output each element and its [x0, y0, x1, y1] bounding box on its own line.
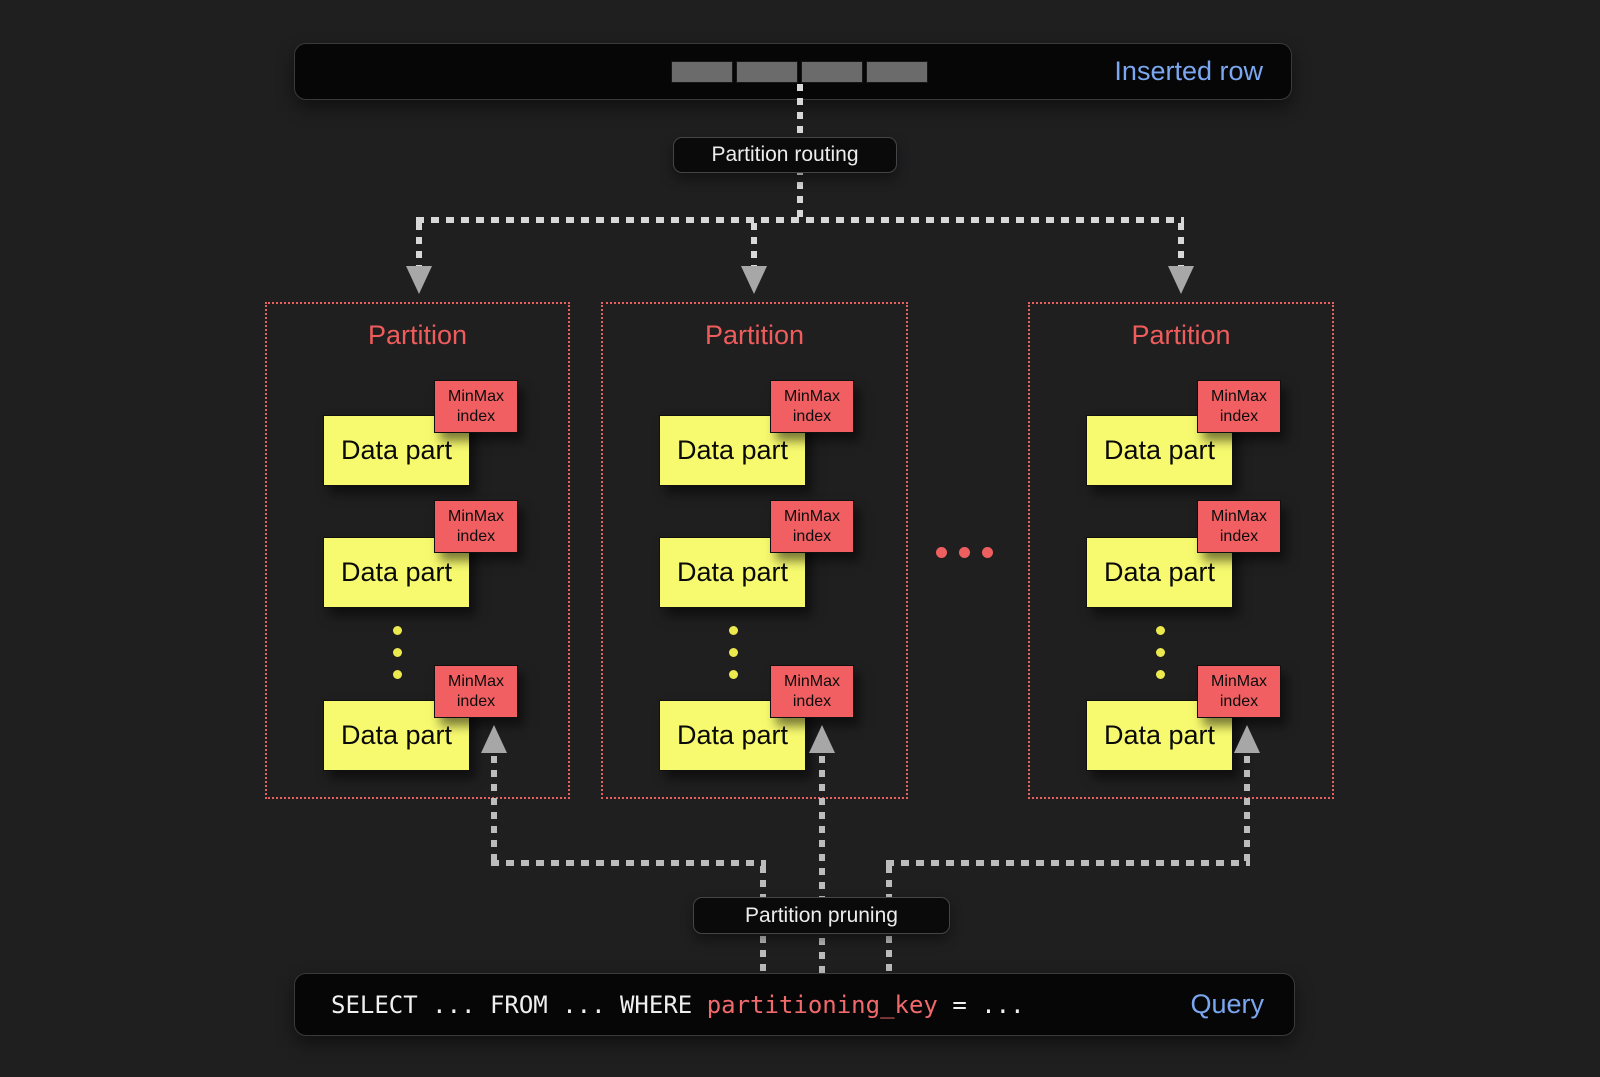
- routing-flow-hline: [416, 217, 1184, 223]
- pruning-hline-left: [491, 860, 766, 866]
- ellipsis-dot: [1156, 670, 1165, 679]
- routing-branch-vline-middle: [751, 223, 757, 267]
- minmax-index-tag: MinMax index: [434, 500, 518, 553]
- pruning-hline-right: [886, 860, 1250, 866]
- minmax-index-tag: MinMax index: [434, 380, 518, 433]
- partition-title: Partition: [367, 320, 468, 350]
- query-code-equals: = ...: [937, 990, 1025, 1019]
- inserted-row-label: Inserted row: [1114, 56, 1263, 86]
- row-segment: [801, 61, 863, 83]
- arrow-up-icon: [481, 725, 507, 753]
- more-partitions-ellipsis: [936, 547, 993, 558]
- query-code-partitioning-key: partitioning_key: [706, 990, 938, 1019]
- ellipsis-dot: [729, 670, 738, 679]
- data-part-box: Data part: [1086, 700, 1233, 771]
- minmax-index-tag: MinMax index: [770, 380, 854, 433]
- minmax-index-tag: MinMax index: [1197, 500, 1281, 553]
- partition-box-2: Partition MinMax index Data part MinMax …: [601, 302, 908, 799]
- more-parts-ellipsis: [729, 626, 738, 679]
- partition-pruning-label-text: Partition pruning: [745, 903, 898, 927]
- minmax-index-tag: MinMax index: [434, 665, 518, 718]
- ellipsis-dot: [393, 648, 402, 657]
- partition-routing-label: Partition routing: [673, 137, 897, 173]
- arrow-up-icon: [1234, 725, 1260, 753]
- query-box-content: SELECT ... FROM ... WHERE partitioning_k…: [295, 974, 1294, 1035]
- ellipsis-dot: [936, 547, 947, 558]
- arrow-down-icon: [406, 266, 432, 294]
- partition-box-3: Partition MinMax index Data part MinMax …: [1028, 302, 1334, 799]
- pruning-vline-left-arrow: [491, 756, 497, 866]
- minmax-index-tag: MinMax index: [1197, 380, 1281, 433]
- query-code: SELECT ... FROM ... WHERE partitioning_k…: [331, 991, 1025, 1019]
- partition-box-1: Partition MinMax index Data part MinMax …: [265, 302, 570, 799]
- ellipsis-dot: [729, 648, 738, 657]
- inserted-row-box: Inserted row: [294, 43, 1292, 100]
- arrow-up-icon: [809, 725, 835, 753]
- routing-branch-vline-left: [416, 223, 422, 267]
- ellipsis-dot: [1156, 648, 1165, 657]
- routing-branch-vline-right: [1178, 223, 1184, 267]
- inserted-row-segments: [671, 61, 928, 83]
- row-segment: [671, 61, 733, 83]
- partition-title: Partition: [1131, 320, 1231, 350]
- ellipsis-dot: [393, 670, 402, 679]
- query-box: SELECT ... FROM ... WHERE partitioning_k…: [294, 973, 1295, 1036]
- ellipsis-dot: [393, 626, 402, 635]
- arrow-down-icon: [1168, 266, 1194, 294]
- data-part-box: Data part: [659, 700, 806, 771]
- minmax-index-tag: MinMax index: [770, 665, 854, 718]
- ellipsis-dot: [729, 626, 738, 635]
- row-segment: [736, 61, 798, 83]
- data-part-box: Data part: [659, 415, 806, 486]
- partition-title: Partition: [704, 320, 805, 350]
- ellipsis-dot: [959, 547, 970, 558]
- more-parts-ellipsis: [393, 626, 402, 679]
- query-label: Query: [1190, 989, 1264, 1019]
- ellipsis-dot: [982, 547, 993, 558]
- more-parts-ellipsis: [1156, 626, 1165, 679]
- minmax-index-tag: MinMax index: [1197, 665, 1281, 718]
- query-code-select: SELECT ... FROM ... WHERE: [331, 990, 707, 1019]
- partition-pruning-label: Partition pruning: [693, 897, 950, 934]
- ellipsis-dot: [1156, 626, 1165, 635]
- row-segment: [866, 61, 928, 83]
- partition-routing-label-text: Partition routing: [711, 143, 859, 166]
- minmax-index-tag: MinMax index: [770, 500, 854, 553]
- arrow-down-icon: [741, 266, 767, 294]
- pruning-vline-middle: [819, 756, 825, 973]
- pruning-vline-right-arrow: [1244, 756, 1250, 866]
